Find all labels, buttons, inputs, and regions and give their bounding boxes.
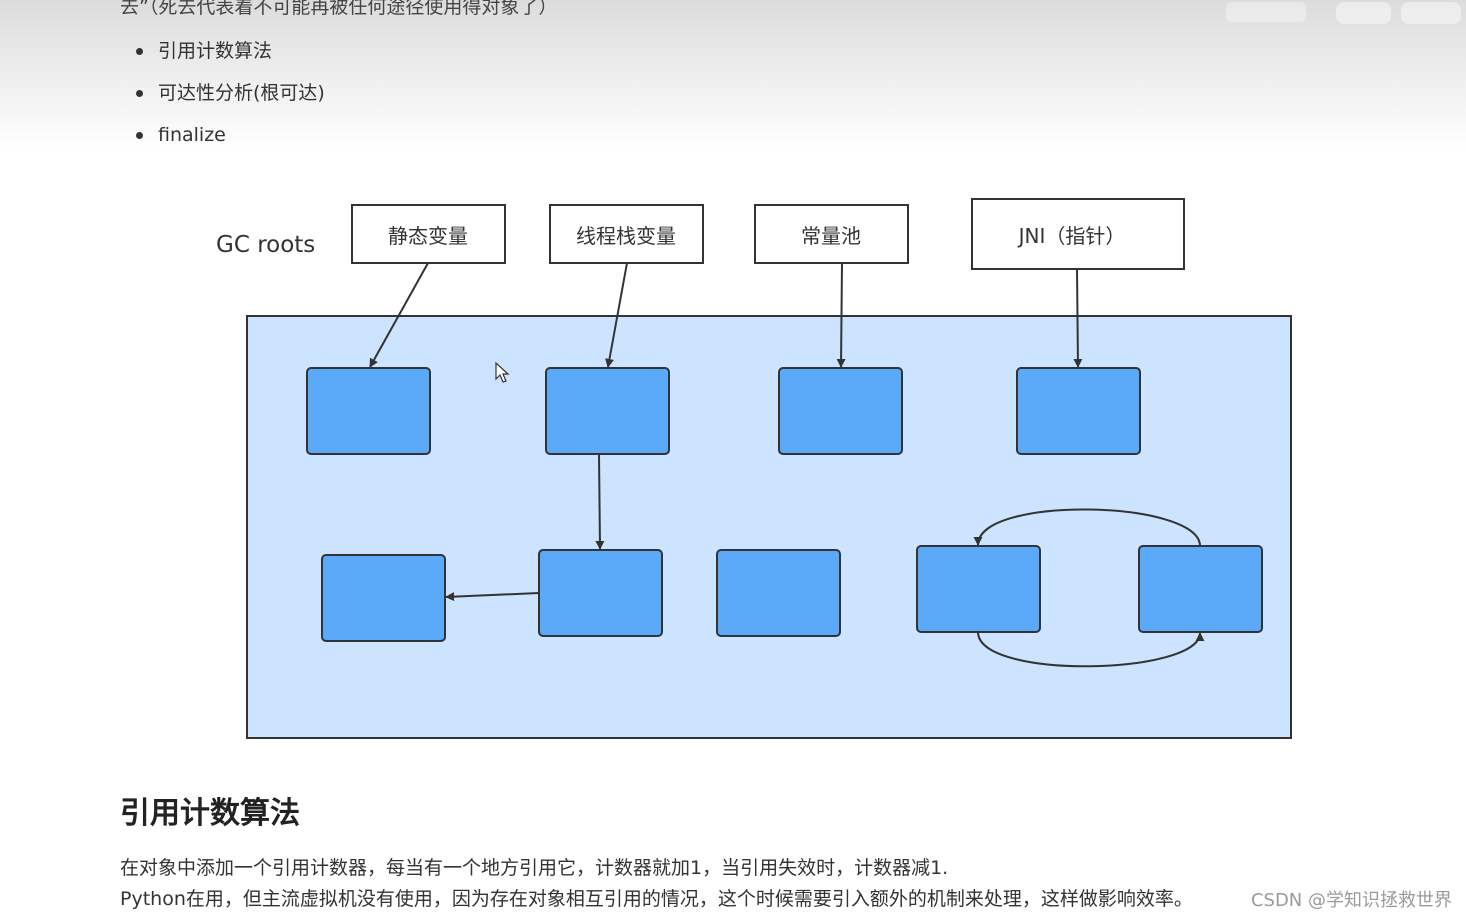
paragraph: 在对象中添加一个引用计数器，每当有一个地方引用它，计数器就加1，当引用失效时，计… [120,857,949,879]
heap-object [306,367,431,455]
heap-area [246,315,1292,739]
root-label-static-vars: 静态变量 [388,224,468,248]
paragraph: Python在用，但主流虚拟机没有使用，因为存在对象相互引用的情况，这个时候需要… [120,888,1193,910]
reference-arrow [836,262,846,368]
heap-object [538,549,663,637]
heap-object [321,554,446,642]
bullet-list: 引用计数算法 可达性分析(根可达) finalize [120,30,325,156]
intro-line: 去”（死去代表着不可能再被任何途径使用得对象了） [120,0,558,18]
video-watermark-logo [1226,2,1461,24]
heap-object [1016,367,1141,455]
root-box-constant-pool [754,204,909,264]
bullet-item: 引用计数算法 [120,30,325,72]
gc-roots-label: GC roots [216,232,315,258]
root-label-thread-stack: 线程栈变量 [576,224,676,248]
heap-object [916,545,1041,633]
heap-object [545,367,670,455]
mouse-cursor-icon [495,362,510,383]
bullet-item: 可达性分析(根可达) [120,72,325,114]
heap-object [716,549,841,637]
reference-arrow [445,592,540,602]
heap-object [778,367,903,455]
csdn-watermark: CSDN @学知识拯救世界 [1250,890,1452,911]
section-title: 引用计数算法 [120,796,300,831]
circular-reference-arrow [973,508,1201,547]
circular-reference-arrow [977,631,1205,668]
reference-arrow [369,262,429,368]
reference-arrow [605,262,628,368]
root-label-constant-pool: 常量池 [801,224,861,248]
root-box-thread-stack [549,204,704,264]
top-fade-overlay [0,0,1466,150]
root-box-jni [971,198,1185,270]
root-box-static-vars [351,204,506,264]
root-label-jni: JNI（指针） [1017,224,1126,248]
reference-arrow [595,453,605,550]
heap-object [1138,545,1263,633]
reference-arrow [1073,268,1083,368]
bullet-item: finalize [120,114,325,156]
